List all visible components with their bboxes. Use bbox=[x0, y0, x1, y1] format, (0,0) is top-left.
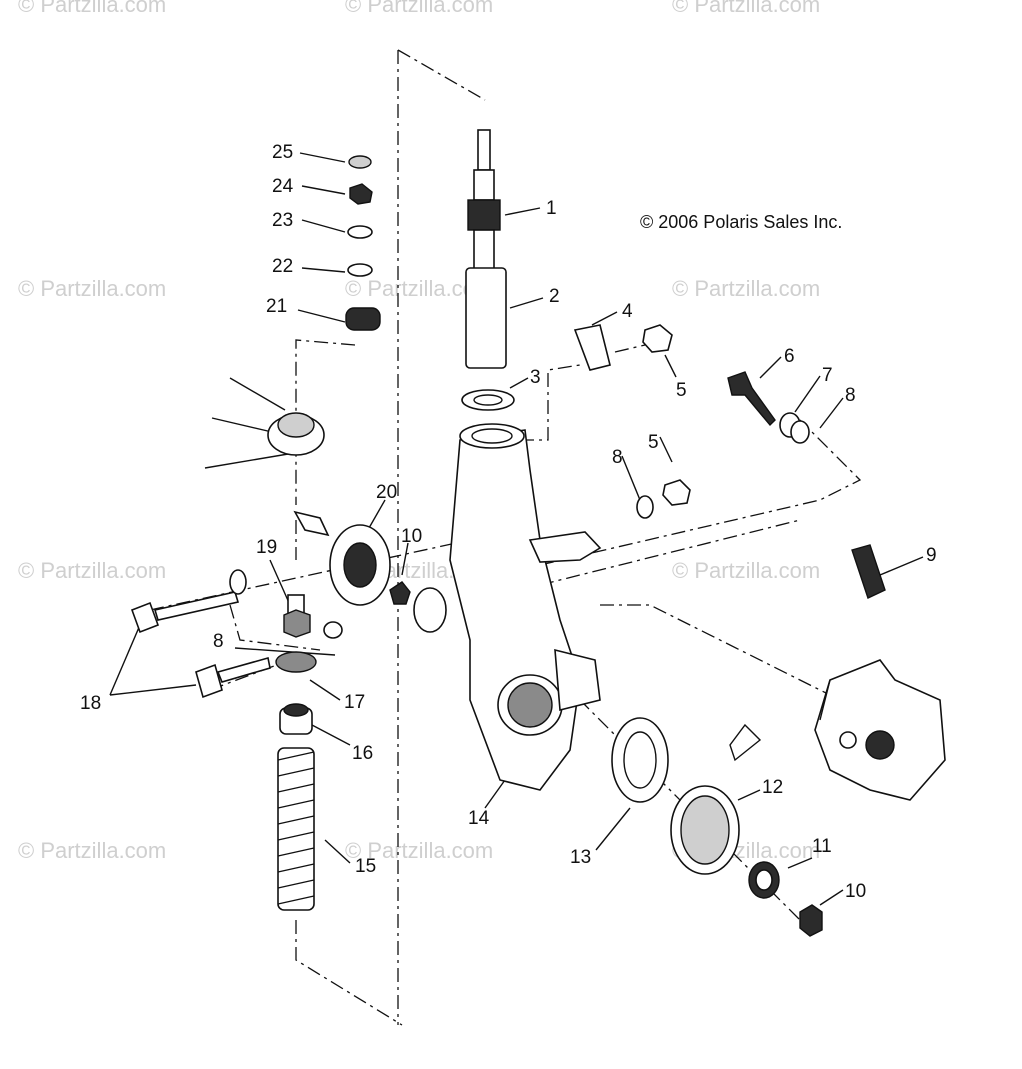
washer-8-mid bbox=[323, 621, 343, 639]
washer-8-top bbox=[790, 420, 810, 444]
callout-label: 3 bbox=[530, 367, 541, 388]
brake-pad-9 bbox=[851, 544, 886, 599]
callout-label: 12 bbox=[762, 777, 783, 798]
bolt-18-lower bbox=[195, 656, 271, 699]
copyright-notice: © 2006 Polaris Sales Inc. bbox=[640, 212, 842, 232]
callout-label: 23 bbox=[272, 210, 293, 231]
callout-label: 11 bbox=[812, 836, 832, 857]
bushing-stack bbox=[345, 155, 381, 331]
watermarks: © Partzilla.com © Partzilla.com © Partzi… bbox=[18, 0, 820, 863]
callout-label: 6 bbox=[784, 346, 795, 367]
callout-label: 25 bbox=[272, 142, 293, 163]
bushing-21 bbox=[345, 307, 381, 331]
callout-label: 9 bbox=[926, 545, 937, 566]
nut-5-upper bbox=[642, 324, 673, 353]
callout-label: 5 bbox=[648, 432, 659, 453]
bearing-10-upper bbox=[389, 581, 411, 605]
callout-label: 10 bbox=[845, 881, 866, 902]
strut-tube bbox=[465, 267, 507, 369]
cap-25 bbox=[348, 155, 372, 169]
brake-caliper bbox=[729, 659, 946, 801]
watermark: © Partzilla.com bbox=[345, 838, 493, 863]
watermark: © Partzilla.com bbox=[672, 558, 820, 583]
watermark: © Partzilla.com bbox=[18, 0, 166, 17]
nut-19 bbox=[283, 609, 311, 638]
callout-label: 10 bbox=[401, 526, 422, 547]
bolt-18-upper bbox=[130, 591, 240, 634]
callout-label: 8 bbox=[845, 385, 856, 406]
bolt-6 bbox=[727, 371, 776, 427]
callout-label: 13 bbox=[570, 847, 591, 868]
bracket-4 bbox=[573, 324, 611, 371]
callout-label: 22 bbox=[272, 256, 293, 277]
steering-knuckle bbox=[449, 423, 602, 791]
watermark: © Partzilla.com bbox=[345, 0, 493, 17]
callout-label: 15 bbox=[355, 856, 376, 877]
washer-8-right bbox=[636, 495, 654, 519]
watermark: © Partzilla.com bbox=[18, 558, 166, 583]
seal-ring bbox=[413, 587, 447, 633]
nut-24 bbox=[349, 183, 373, 205]
nut-5-lower bbox=[662, 479, 691, 506]
washer-8-left bbox=[229, 569, 247, 595]
callout-label: 5 bbox=[676, 380, 687, 401]
spring-15 bbox=[277, 747, 315, 911]
watermark: © Partzilla.com bbox=[672, 0, 820, 17]
watermark: © Partzilla.com bbox=[18, 838, 166, 863]
callout-label: 21 bbox=[266, 296, 287, 317]
callout-label: 14 bbox=[468, 808, 490, 829]
callout-label: 20 bbox=[376, 482, 397, 503]
watermark: © Partzilla.com bbox=[18, 276, 166, 301]
a-arm-fragment bbox=[204, 377, 325, 469]
callout-label: 8 bbox=[612, 447, 623, 468]
assembly-centerlines bbox=[149, 49, 862, 1026]
watermark: © Partzilla.com bbox=[672, 276, 820, 301]
callout-label: 2 bbox=[549, 286, 560, 307]
callout-label: 7 bbox=[822, 365, 833, 386]
washer-3 bbox=[461, 389, 515, 411]
callout-label: 24 bbox=[272, 176, 294, 197]
washer-23 bbox=[347, 225, 373, 239]
callout-label: 19 bbox=[256, 537, 277, 558]
washer-22 bbox=[347, 263, 373, 277]
callout-label: 8 bbox=[213, 631, 224, 652]
callout-labels: 1 2 3 4 5 5 6 7 8 8 8 9 10 10 11 12 13 1… bbox=[80, 142, 937, 902]
seal-13 bbox=[611, 717, 669, 803]
washer-17 bbox=[275, 651, 317, 673]
spindle-shaft bbox=[467, 129, 501, 271]
nut-10-lower bbox=[799, 904, 823, 937]
callout-label: 17 bbox=[344, 692, 365, 713]
callout-label: 18 bbox=[80, 693, 101, 714]
callout-label: 1 bbox=[546, 198, 557, 219]
callout-label: 4 bbox=[622, 301, 633, 322]
callout-label: 16 bbox=[352, 743, 373, 764]
